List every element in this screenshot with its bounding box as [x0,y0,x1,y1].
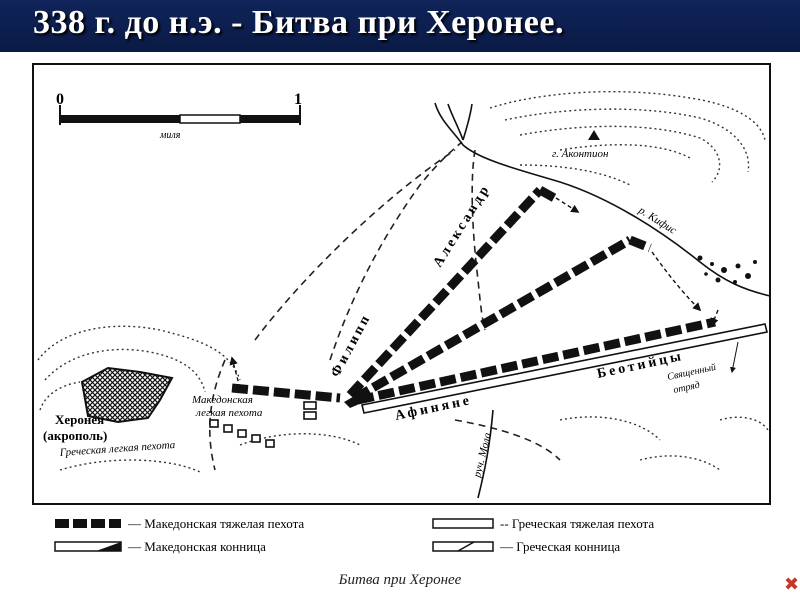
legend-label-macedonian-cavalry: — Македонская конница [127,539,266,554]
legend-label-greek-heavy: -- Греческая тяжелая пехота [500,516,654,531]
mountain-icon [588,130,600,140]
scale-unit: миля [159,130,181,141]
legend-label-greek-cavalry: — Греческая конница [499,539,620,554]
label-alexander: Александр [431,181,494,270]
scale-end: 1 [294,91,302,108]
label-acropolis: (акрополь) [43,428,107,443]
scale-start: 0 [56,91,64,108]
page-title: 338 г. до н.э. - Битва при Херонее. [33,4,564,41]
greek-heavy-infantry [361,323,768,414]
label-mac-light-1: Македонская [191,394,253,406]
share-icon[interactable]: ✖ [784,574,800,594]
battle-map: 0 1 миля г. Аконтион [32,63,771,554]
label-mountain: г. Аконтион [552,148,609,160]
label-mac-light-2: легкая пехота [195,407,263,419]
label-sacred-band-2: отряд [672,380,700,396]
movement-arrows [229,197,719,389]
marsh-area [697,255,757,284]
label-river-mola: руч. Мола [471,431,494,480]
philip-position [344,394,364,408]
sacred-band-pointer [729,341,739,374]
legend-symbol-macedonian-cavalry [54,541,122,552]
map-border [32,63,771,505]
label-chaeronea: Херонея [55,412,104,427]
roads [209,141,561,471]
scale-bar [59,105,301,125]
map-frame: 0 1 миля г. Аконтион [27,60,772,580]
terrain-contours [37,91,769,473]
map-caption: Битва при Херонее [338,572,462,588]
legend-label-macedonian-heavy: — Македонская тяжелая пехота [127,516,304,531]
legend-symbol-macedonian-heavy [55,519,121,528]
acropolis-area [80,366,174,424]
legend: — Македонская тяжелая пехота — Македонск… [54,516,654,554]
title-bar [0,0,800,52]
legend-symbol-greek-cavalry [432,541,494,552]
rivers [434,102,771,499]
legend-symbol-greek-heavy [432,518,494,529]
greek-light-infantry [209,401,317,448]
macedonian-heavy-infantry [231,186,716,405]
